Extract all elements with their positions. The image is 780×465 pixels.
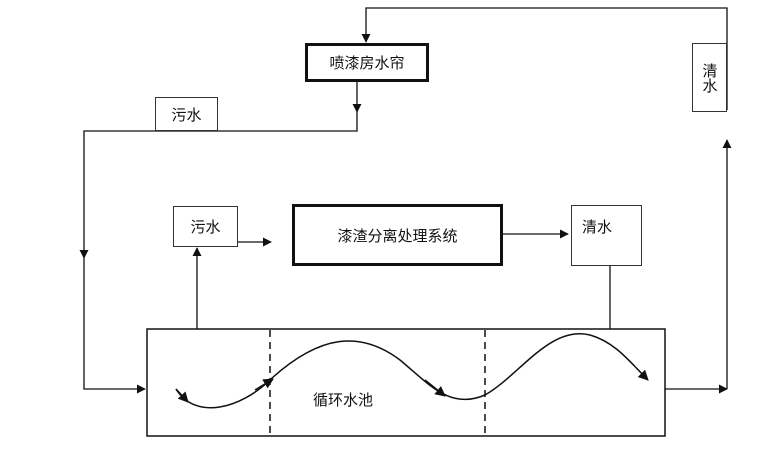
wave-start-arrow bbox=[175, 388, 189, 403]
spray-booth-label: 喷漆房水帘 bbox=[329, 54, 405, 72]
clean-water-right-label: 清水 bbox=[700, 62, 719, 93]
dirty-water-mid-box: 污水 bbox=[173, 206, 238, 247]
clean-water-mid-label: 清水 bbox=[582, 218, 613, 236]
pool-flow-wave bbox=[175, 332, 649, 409]
wave-arrow-2 bbox=[424, 379, 446, 397]
clean-water-mid-box: 清水 bbox=[571, 205, 642, 266]
circulation-pool-box bbox=[146, 328, 666, 437]
dirty-water-line-left bbox=[79, 112, 358, 259]
dirty-water-top-label: 污水 bbox=[171, 105, 202, 124]
dirty-water-top-box: 污水 bbox=[155, 97, 218, 131]
dirty-water-mid-label: 污水 bbox=[190, 218, 221, 236]
circulation-pool-label: 循环水池 bbox=[313, 391, 374, 409]
separation-system-label: 漆渣分离处理系统 bbox=[337, 226, 458, 245]
return-line-top bbox=[361, 7, 728, 110]
spray-booth-box: 喷漆房水帘 bbox=[305, 43, 429, 82]
wave-arrow-1 bbox=[254, 378, 274, 391]
clean-water-right-box: 清水 bbox=[692, 43, 727, 112]
left-down-to-pool bbox=[83, 258, 146, 394]
separation-system-box: 漆渣分离处理系统 bbox=[292, 204, 503, 266]
